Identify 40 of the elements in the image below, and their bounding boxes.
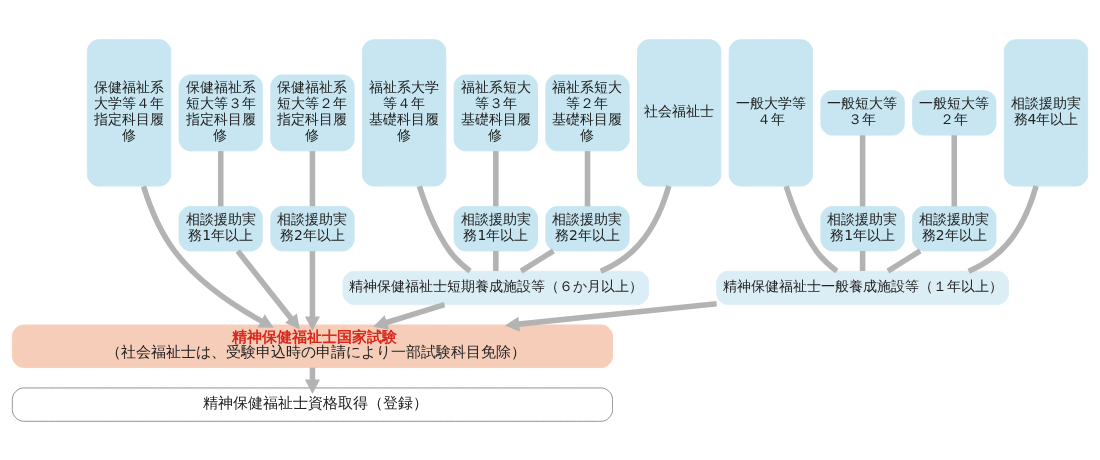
node-box: 一般短大等３年 [820,89,905,136]
connector [416,184,472,273]
connector [859,250,866,271]
connector [886,248,922,274]
connector [599,184,672,274]
node-box: 相談援助実務2年以上 [270,205,355,251]
arrow [304,250,320,331]
node-box: 福祉系短大等３年 基礎科目履修 [453,73,538,151]
connector [951,134,958,206]
node-box: 福祉系短大等２年 基礎科目履修 [545,73,630,151]
node-box: 相談援助実務2年以上 [545,205,630,251]
arrow [373,301,446,330]
node-box: 保健福祉系短大等３年 指定科目履修 [178,73,263,151]
node-box: 精神保健福祉士一般養成施設等（１年以上） [716,270,1009,305]
node-box: 福祉系大学等４年 基礎科目履修 [362,38,447,186]
connector [859,134,866,206]
connector [493,150,499,206]
arrow [140,185,274,328]
connector [217,150,224,206]
node-box: 相談援助実務1年以上 [178,205,263,251]
connector [584,150,591,206]
node-box: 相談援助実務1年以上 [453,205,538,251]
node-box: 一般大学等４年 [728,38,814,186]
node-box: 一般短大等２年 [912,89,997,136]
node-box: 精神保健福祉士国家試験 （社会福祉士は、受験申込時の申請により一部試験科目免除） [11,324,613,368]
node-box: 精神保健福祉士資格取得（登録） [11,387,613,422]
node-box: 相談援助実務2年以上 [912,205,997,251]
node-box: 保健福祉系大学等４年 指定科目履修 [86,38,172,186]
node-box: 精神保健福祉士短期養成施設等（６か月以上） [342,270,650,305]
connector [309,150,316,206]
connector [519,248,555,273]
node-box: 保健福祉系短大等２年 指定科目履修 [270,73,355,151]
node-box: 社会福祉士 [637,38,722,186]
node-box: 相談援助実務4年以上 [1003,38,1089,186]
arrow [235,248,300,329]
arrow [504,300,717,332]
node-box: 相談援助実務1年以上 [820,205,905,251]
connector [967,184,1039,274]
connector [783,184,839,273]
connector [493,250,499,271]
